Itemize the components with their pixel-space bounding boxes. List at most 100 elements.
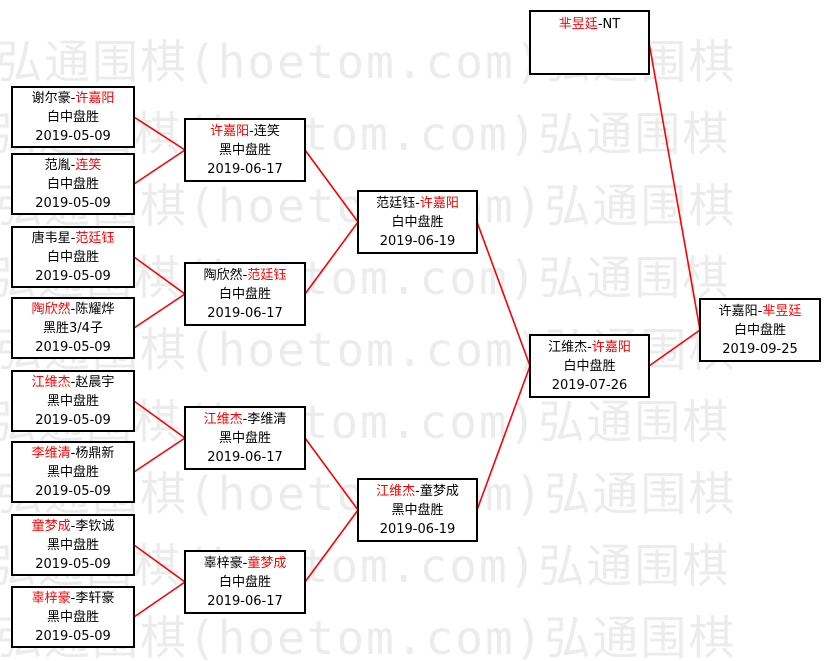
match-players: 范胤-连笑 [45, 156, 102, 175]
players-separator: - [70, 157, 76, 173]
player-one: 范廷钰 [376, 195, 416, 211]
match-box-r1m6: 李维清-杨鼎新黑中盘胜 2019-05-09 [11, 441, 135, 503]
players-separator: - [249, 123, 254, 139]
player-one: 辜梓豪 [203, 555, 243, 571]
players-separator: - [70, 230, 76, 246]
player-two: 童梦成 [419, 483, 459, 499]
connector-r1m5-r2m3 [133, 400, 186, 439]
match-date: 2019-06-17 [207, 449, 283, 465]
player-two: 许嘉阳 [591, 339, 631, 355]
player-two: 许嘉阳 [419, 195, 459, 211]
match-players: 芈昱廷-NT [559, 15, 620, 34]
players-separator: - [415, 195, 420, 211]
player-one: 谢尔豪 [31, 90, 71, 106]
connector-seed-final [648, 42, 701, 331]
player-two: 赵晨宇 [75, 374, 115, 390]
match-players: 许嘉阳-芈昱廷 [719, 302, 802, 321]
match-result: 白中盘胜 [563, 358, 616, 374]
match-box-r1m5: 江维杰-赵晨宇黑中盘胜 2019-05-09 [11, 370, 135, 432]
match-date: 2019-05-09 [35, 128, 111, 144]
players-separator: - [70, 518, 76, 534]
match-players: 陶欣然-陈耀烨 [32, 300, 115, 319]
match-result: 白中盘胜 [733, 322, 786, 338]
match-date: 2019-06-17 [207, 305, 283, 321]
match-result: 黑中盘胜 [218, 430, 271, 446]
connector-r1m6-r2m3 [133, 437, 186, 473]
connector-r4m1-final [648, 329, 701, 367]
connector-r1m1-r2m1 [133, 116, 186, 151]
match-date: 2019-09-25 [722, 341, 798, 357]
match-players: 辜梓豪-童梦成 [204, 554, 287, 573]
match-players: 江维杰-李维清 [204, 410, 287, 429]
player-two: 连笑 [253, 123, 280, 139]
player-one: 许嘉阳 [718, 303, 758, 319]
match-result: 黑胜3/4子 [43, 320, 103, 336]
match-date: 2019-05-09 [35, 195, 111, 211]
match-date: 2019-06-17 [207, 161, 283, 177]
match-players: 辜梓豪-李轩豪 [32, 589, 115, 608]
match-date: 2019-05-09 [35, 339, 111, 355]
match-date: 2019-05-09 [35, 483, 111, 499]
connector-r3m1-r4m1 [476, 221, 531, 367]
connector-r1m2-r2m1 [133, 149, 186, 185]
match-players: 范廷钰-许嘉阳 [376, 194, 459, 213]
match-result: 黑中盘胜 [46, 464, 99, 480]
player-two: 李钦诚 [75, 518, 115, 534]
match-box-seed: 芈昱廷-NT [529, 10, 650, 75]
match-box-r2m2: 陶欣然-范廷钰白中盘胜 2019-06-17 [184, 262, 306, 326]
player-two: 芈昱廷 [762, 303, 802, 319]
player-one: 李维清 [31, 445, 71, 461]
player-one: 唐韦星 [31, 230, 71, 246]
players-separator: - [597, 17, 603, 32]
connector-r1m4-r2m2 [133, 293, 186, 329]
connector-r3m2-r4m1 [476, 365, 531, 511]
match-players: 陶欣然-范廷钰 [204, 266, 287, 285]
player-one: 芈昱廷 [558, 17, 598, 32]
match-box-r4m1: 江维杰-许嘉阳白中盘胜 2019-07-26 [529, 334, 650, 398]
match-result: 黑中盘胜 [218, 142, 271, 158]
match-date: 2019-05-09 [35, 556, 111, 572]
player-one: 江维杰 [376, 483, 416, 499]
match-players: 江维杰-赵晨宇 [32, 373, 115, 392]
connector-r2m2-r3m1 [304, 221, 359, 295]
match-date: 2019-05-09 [35, 412, 111, 428]
players-separator: - [587, 339, 592, 355]
connector-r2m3-r3m2 [304, 437, 359, 511]
match-date: 2019-07-26 [551, 377, 628, 393]
match-result: 白中盘胜 [218, 286, 271, 302]
player-two: 杨鼎新 [75, 445, 115, 461]
players-separator: - [70, 374, 76, 390]
match-players: 李维清-杨鼎新 [32, 444, 115, 463]
match-players: 唐韦星-范廷钰 [32, 229, 115, 248]
player-two: NT [602, 17, 621, 32]
match-result: 白中盘胜 [218, 574, 271, 590]
match-result: 黑中盘胜 [46, 609, 99, 625]
match-result: 白中盘胜 [46, 249, 99, 265]
match-players: 江维杰-许嘉阳 [548, 338, 631, 357]
players-separator: - [70, 590, 76, 606]
player-one: 许嘉阳 [210, 123, 250, 139]
player-two: 范廷钰 [75, 230, 115, 246]
player-one: 辜梓豪 [31, 590, 71, 606]
player-one: 陶欣然 [203, 267, 243, 283]
player-two: 李维清 [247, 411, 287, 427]
players-separator: - [242, 555, 248, 571]
match-date: 2019-06-19 [379, 233, 456, 249]
player-one: 江维杰 [203, 411, 243, 427]
match-result: 黑中盘胜 [46, 393, 99, 409]
players-separator: - [242, 411, 248, 427]
match-box-r2m4: 辜梓豪-童梦成白中盘胜 2019-06-17 [184, 550, 306, 614]
match-box-r2m1: 许嘉阳-连笑黑中盘胜 2019-06-17 [184, 118, 306, 182]
match-date: 2019-06-17 [207, 593, 283, 609]
player-two: 许嘉阳 [75, 90, 115, 106]
player-two: 连笑 [75, 157, 102, 173]
match-result: 白中盘胜 [391, 214, 444, 230]
match-result: 黑中盘胜 [46, 537, 99, 553]
player-two: 李轩豪 [75, 590, 115, 606]
